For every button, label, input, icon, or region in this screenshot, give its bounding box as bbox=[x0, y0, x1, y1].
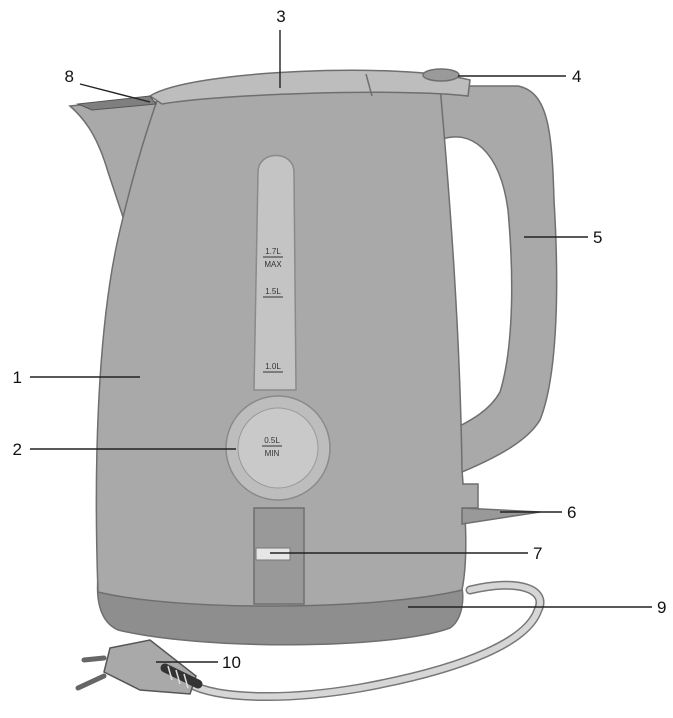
scale-max-word: MAX bbox=[264, 260, 282, 269]
callout-3: 3 bbox=[276, 7, 285, 26]
water-level-indicator-inner bbox=[237, 407, 319, 489]
kettle-lid bbox=[148, 69, 471, 105]
callout-9: 9 bbox=[657, 598, 666, 617]
callout-2: 2 bbox=[13, 440, 22, 459]
callout-6: 6 bbox=[567, 503, 576, 522]
on-off-switch bbox=[461, 507, 541, 525]
indicator-light bbox=[255, 547, 291, 561]
callout-8: 8 bbox=[65, 67, 74, 86]
callout-5: 5 bbox=[593, 228, 602, 247]
callout-4: 4 bbox=[572, 67, 581, 86]
power-plug bbox=[75, 639, 203, 695]
scale-min-word: MIN bbox=[265, 449, 280, 458]
lid-release-button bbox=[422, 68, 460, 82]
leader-line-8 bbox=[79, 83, 151, 103]
water-window bbox=[253, 154, 297, 391]
scale-1-0: 1.0L bbox=[265, 362, 281, 371]
spout-filter bbox=[76, 95, 157, 111]
callout-1: 1 bbox=[13, 368, 22, 387]
scale-max-value: 1.7L bbox=[265, 247, 281, 256]
scale-1-5: 1.5L bbox=[265, 287, 281, 296]
power-cord-inner bbox=[187, 582, 543, 700]
scale-min-value: 0.5L bbox=[264, 436, 280, 445]
callout-7: 7 bbox=[533, 544, 542, 563]
callout-10: 10 bbox=[222, 653, 241, 672]
